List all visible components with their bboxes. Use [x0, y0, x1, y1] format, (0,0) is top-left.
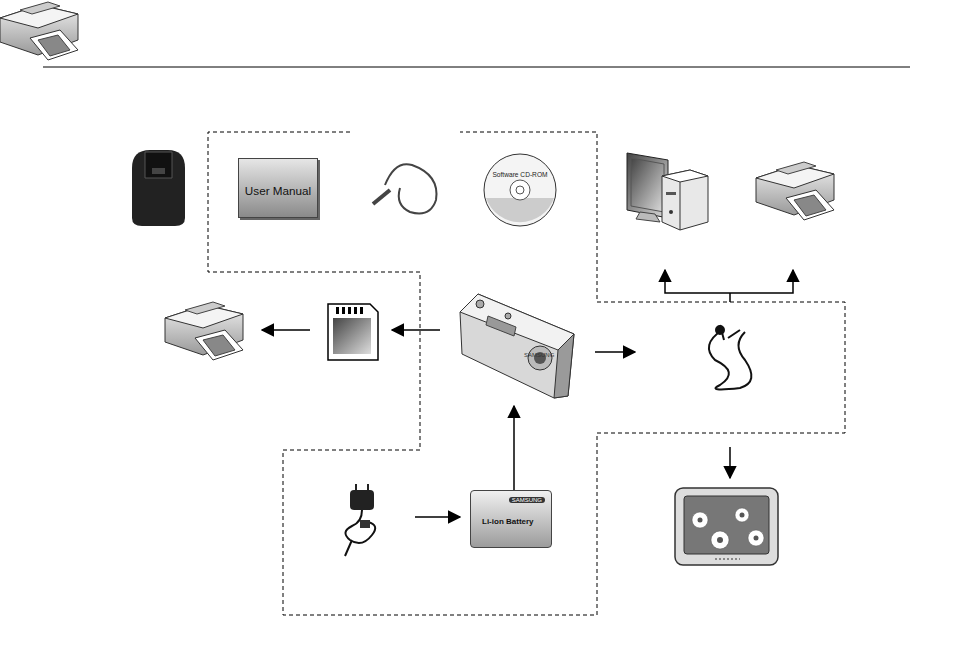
included-items-outline: [208, 132, 845, 615]
camera-shape: [458, 292, 576, 400]
cd-disc: Software CD-ROM: [483, 153, 557, 227]
flow-arrow: [513, 406, 515, 490]
brand-mark: SAMSUNG: [509, 497, 545, 503]
manual-box: User Manual: [238, 158, 318, 218]
cd-label: Software CD-ROM: [483, 171, 557, 178]
charger: [345, 484, 375, 556]
manual-title: User Manual: [239, 184, 317, 197]
camera-case: [132, 150, 185, 226]
disc-shape: [483, 153, 557, 227]
camera-body: SAMSUNG: [458, 292, 576, 400]
printer: [0, 2, 78, 60]
computer: [627, 153, 708, 230]
battery-pack: SAMSUNG Li-ion Battery: [470, 490, 552, 548]
battery-label: Li-ion Battery: [482, 517, 534, 526]
memory-card: [328, 304, 378, 360]
television: [675, 488, 778, 565]
output-bracket: [665, 270, 793, 302]
wrist-strap: [373, 164, 437, 213]
brand-mark: SAMSUNG: [524, 352, 554, 358]
av-cable: [709, 325, 752, 389]
header-rule: [43, 67, 910, 68]
